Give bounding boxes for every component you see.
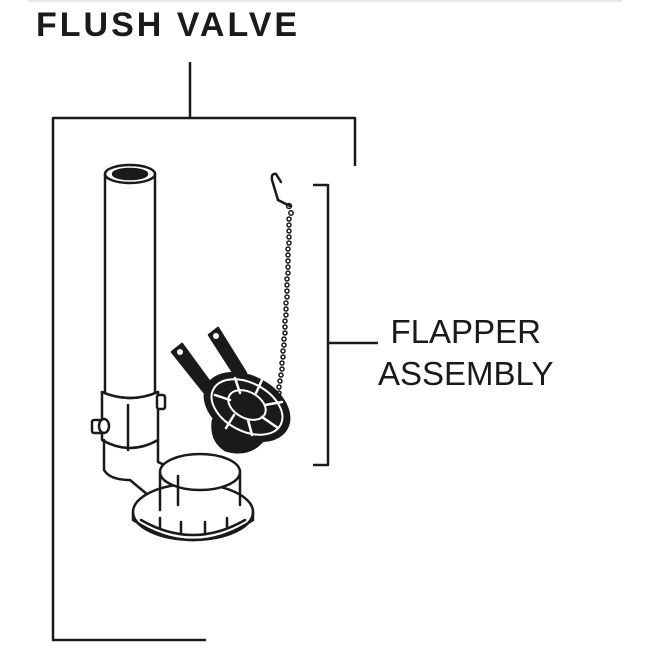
flapper-assembly-bracket bbox=[313, 183, 378, 467]
flapper-assembly-label-line1: FLAPPER bbox=[390, 313, 541, 350]
valve-base-icon bbox=[102, 438, 255, 542]
flush-valve-title: FLUSH VALVE bbox=[36, 6, 301, 44]
flapper-icon bbox=[170, 326, 291, 454]
hook-icon bbox=[270, 172, 292, 208]
chain-icon bbox=[274, 202, 294, 408]
flush-valve-bracket bbox=[51, 62, 357, 642]
flapper-assembly-label: FLAPPER ASSEMBLY bbox=[378, 311, 553, 395]
overflow-tube-icon bbox=[103, 163, 157, 394]
flapper-assembly-label-line2: ASSEMBLY bbox=[378, 355, 554, 392]
top-divider bbox=[28, 0, 622, 2]
